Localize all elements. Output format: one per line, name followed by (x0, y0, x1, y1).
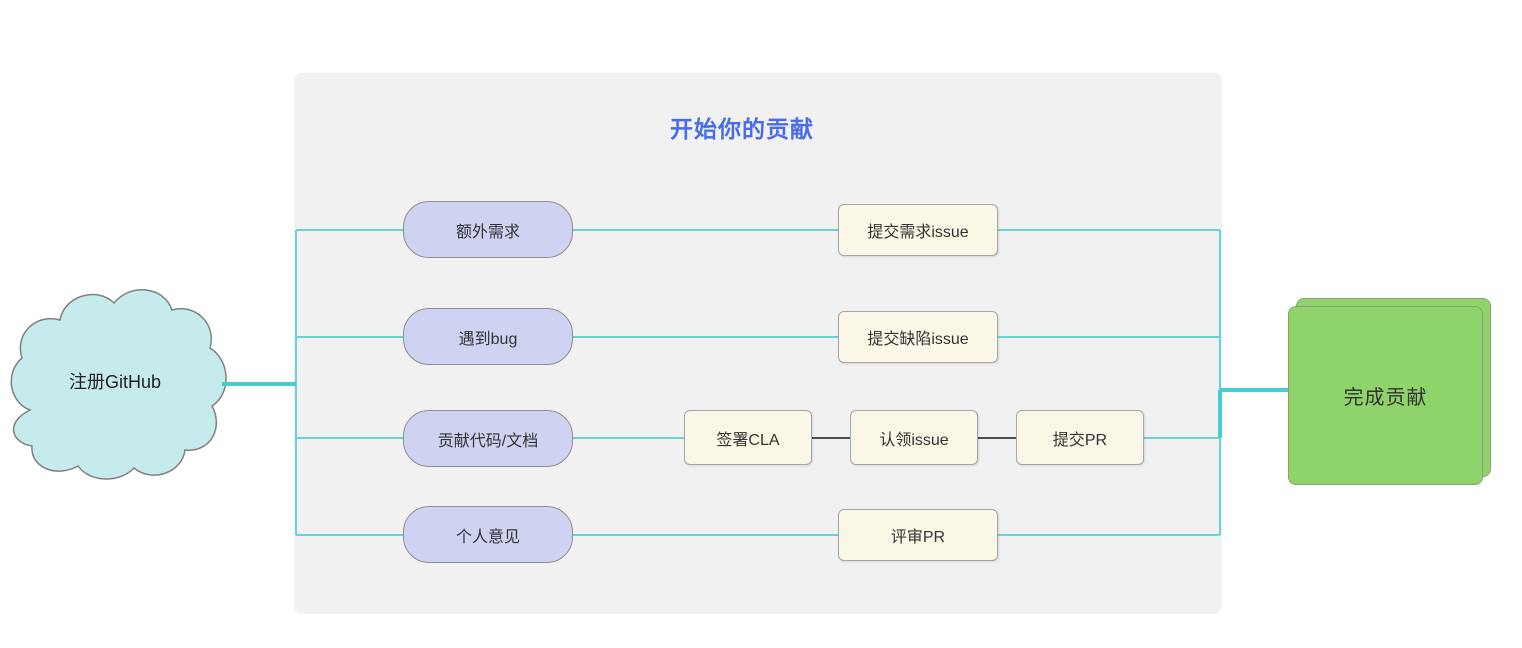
node-label: 个人意见 (455, 528, 520, 546)
step-node-submit-defect-issue[interactable]: 提交缺陷issue (838, 311, 998, 363)
node-label: 提交需求issue (867, 224, 969, 241)
node-label: 认领issue (879, 431, 949, 449)
start-node-label: 注册GitHub (68, 372, 162, 392)
source-node-contribute-code-docs[interactable]: 贡献代码/文档 (403, 410, 573, 467)
node-label: 提交缺陷issue (867, 331, 969, 348)
source-node-extra-requirement[interactable]: 额外需求 (403, 201, 573, 258)
node-label: 额外需求 (455, 223, 520, 241)
step-node-claim-issue[interactable]: 认领issue (850, 410, 978, 465)
end-node-label: 完成贡献 (1343, 387, 1428, 409)
node-label: 评审PR (890, 529, 946, 546)
node-label: 贡献代码/文档 (437, 432, 539, 450)
step-node-review-pr[interactable]: 评审PR (838, 509, 998, 561)
step-node-submit-requirement-issue[interactable]: 提交需求issue (838, 204, 998, 256)
source-node-found-bug[interactable]: 遇到bug (403, 308, 573, 365)
start-node[interactable]: 注册GitHub (10, 292, 220, 470)
node-label: 提交PR (1052, 431, 1108, 449)
source-node-personal-opinion[interactable]: 个人意见 (403, 506, 573, 563)
step-node-submit-pr[interactable]: 提交PR (1016, 410, 1144, 465)
step-node-sign-cla[interactable]: 签署CLA (684, 410, 812, 465)
node-label: 遇到bug (458, 330, 518, 348)
node-label: 签署CLA (716, 431, 780, 449)
panel-title: 开始你的贡献 (670, 116, 814, 142)
end-node[interactable]: 完成贡献 (1288, 306, 1483, 485)
